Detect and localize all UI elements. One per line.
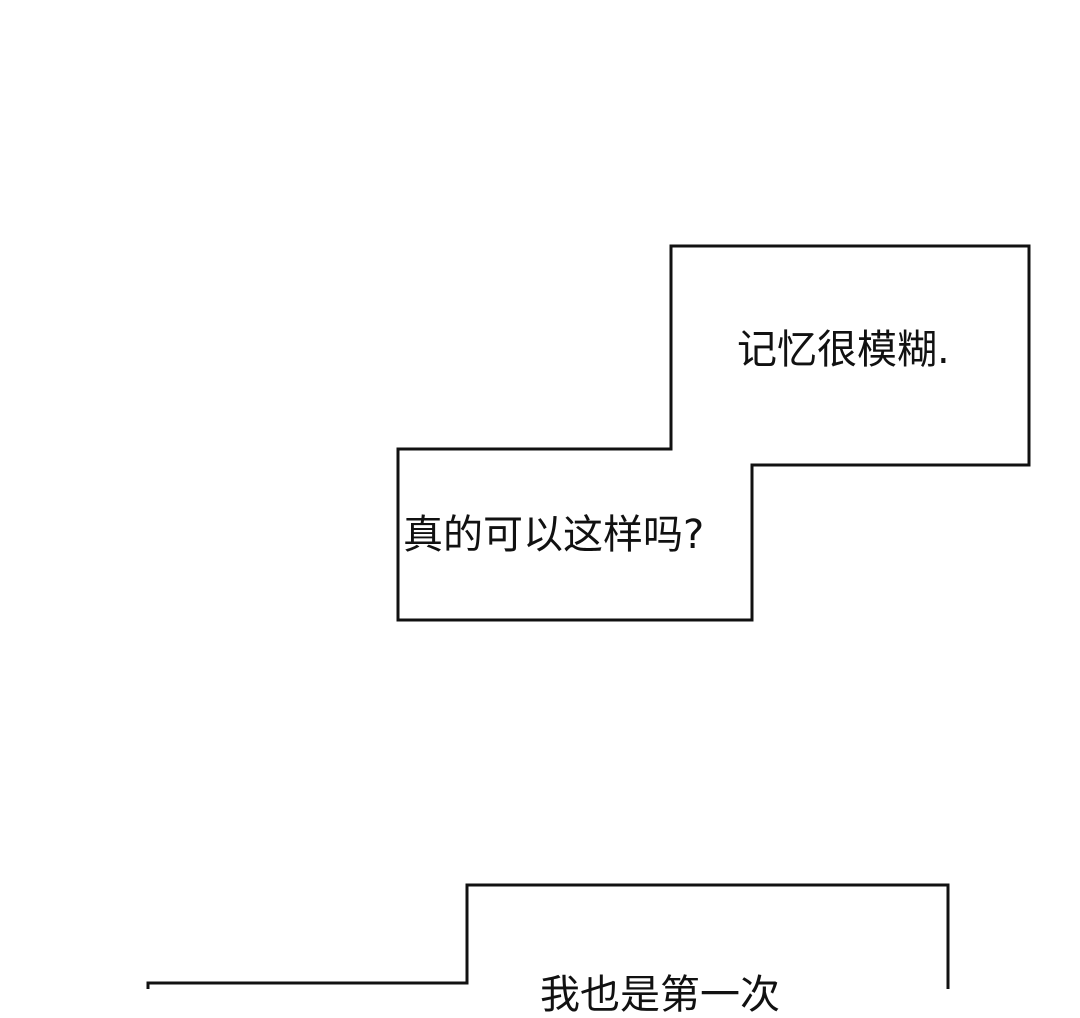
caption-text-first-time: 我也是第一次 <box>540 972 780 1018</box>
caption-box-outlines <box>146 244 1031 989</box>
caption-text-memory-blurry: 记忆很模糊. <box>737 327 950 373</box>
caption-box-upper-outline <box>396 244 1031 622</box>
caption-box-lower-outline <box>146 883 950 989</box>
caption-text-is-this-ok: 真的可以这样吗? <box>403 512 705 558</box>
